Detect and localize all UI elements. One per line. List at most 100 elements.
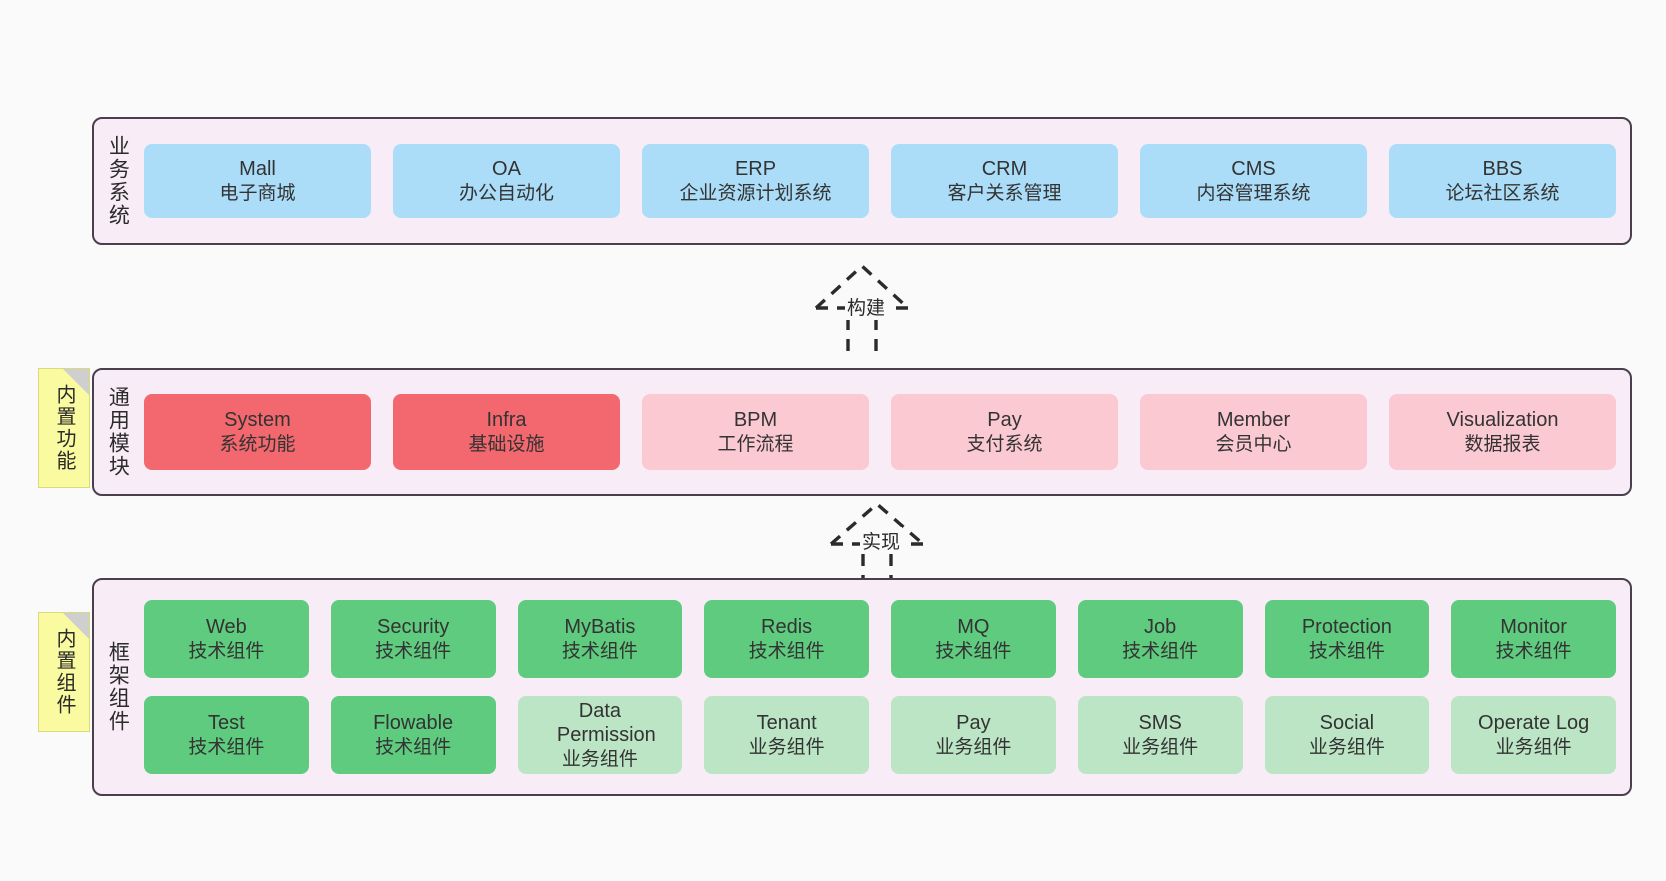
box-title: CMS xyxy=(1231,158,1276,181)
box-title: Mall xyxy=(239,158,276,181)
box-mybatis[interactable]: MyBatis 技术组件 xyxy=(517,600,683,678)
sticky-note-label: 内置功能 xyxy=(53,384,75,472)
box-title: Job xyxy=(1144,616,1177,639)
box-title: Member xyxy=(1216,409,1291,432)
row-business-components: Test 技术组件 Flowable 技术组件 Data Permission … xyxy=(144,696,1616,774)
box-tenant[interactable]: Tenant 业务组件 xyxy=(704,696,869,774)
box-title: Monitor xyxy=(1500,616,1567,639)
box-title: Social xyxy=(1319,712,1375,735)
box-subtitle: 业务组件 xyxy=(561,748,638,770)
box-title: Flowable xyxy=(373,712,454,735)
box-subtitle: 技术组件 xyxy=(748,640,825,662)
box-title: MQ xyxy=(957,616,990,639)
box-subtitle: 系统功能 xyxy=(219,433,296,455)
row-tech-components: Web 技术组件 Security 技术组件 MyBatis 技术组件 Redi… xyxy=(144,600,1616,678)
layer-framework-components: 框架组件 Web 技术组件 Security 技术组件 MyBatis 技术组件… xyxy=(92,578,1632,796)
box-data-permission[interactable]: Data Permission 业务组件 xyxy=(517,696,683,774)
sticky-fold-corner-icon xyxy=(63,613,89,639)
box-infra[interactable]: Infra 基础设施 xyxy=(393,394,620,470)
sticky-note-builtin-components: 内置组件 xyxy=(38,612,90,732)
box-subtitle: 数据报表 xyxy=(1464,433,1541,455)
box-subtitle: 业务组件 xyxy=(1308,736,1385,758)
box-erp[interactable]: ERP 企业资源计划系统 xyxy=(642,144,869,218)
box-subtitle: 技术组件 xyxy=(188,736,265,758)
box-subtitle: 支付系统 xyxy=(966,433,1043,455)
box-redis[interactable]: Redis 技术组件 xyxy=(704,600,869,678)
box-title: Tenant xyxy=(756,712,817,735)
box-visualization[interactable]: Visualization 数据报表 xyxy=(1389,394,1616,470)
box-monitor[interactable]: Monitor 技术组件 xyxy=(1451,600,1616,678)
box-web[interactable]: Web 技术组件 xyxy=(144,600,309,678)
box-subtitle: 客户关系管理 xyxy=(947,182,1062,204)
box-subtitle: 办公自动化 xyxy=(458,182,554,204)
sticky-fold-corner-icon xyxy=(63,369,89,395)
box-title: Data Permission xyxy=(556,700,656,747)
box-social[interactable]: Social 业务组件 xyxy=(1264,696,1430,774)
sticky-note-builtin-features: 内置功能 xyxy=(38,368,90,488)
box-mall[interactable]: Mall 电子商城 xyxy=(144,144,371,218)
connector-implement-label: 实现 xyxy=(860,527,903,554)
box-subtitle: 技术组件 xyxy=(935,640,1012,662)
box-subtitle: 技术组件 xyxy=(375,640,452,662)
box-title: CRM xyxy=(981,158,1028,181)
box-title: Operate Log xyxy=(1478,712,1590,735)
box-subtitle: 电子商城 xyxy=(219,182,296,204)
box-title: Protection xyxy=(1301,616,1392,639)
layer-title-common-modules: 通用模块 xyxy=(106,386,130,478)
box-title: Redis xyxy=(761,616,813,639)
row-common-modules: System 系统功能 Infra 基础设施 BPM 工作流程 Pay 支付系统… xyxy=(144,394,1616,470)
box-subtitle: 技术组件 xyxy=(561,640,638,662)
box-cms[interactable]: CMS 内容管理系统 xyxy=(1140,144,1367,218)
box-subtitle: 会员中心 xyxy=(1215,433,1292,455)
box-title: OA xyxy=(492,158,521,181)
box-system[interactable]: System 系统功能 xyxy=(144,394,371,470)
box-title: Web xyxy=(205,616,247,639)
box-subtitle: 技术组件 xyxy=(375,736,452,758)
box-title: Pay xyxy=(987,409,1022,432)
box-subtitle: 技术组件 xyxy=(1308,640,1385,662)
box-title: Infra xyxy=(486,409,527,432)
box-title: Test xyxy=(208,712,245,735)
box-subtitle: 技术组件 xyxy=(188,640,265,662)
box-subtitle: 工作流程 xyxy=(717,433,794,455)
box-subtitle: 业务组件 xyxy=(935,736,1012,758)
box-bpm[interactable]: BPM 工作流程 xyxy=(642,394,869,470)
box-title: Visualization xyxy=(1446,409,1559,432)
box-oa[interactable]: OA 办公自动化 xyxy=(393,144,620,218)
box-sms[interactable]: SMS 业务组件 xyxy=(1077,696,1243,774)
box-subtitle: 技术组件 xyxy=(1122,640,1199,662)
box-crm[interactable]: CRM 客户关系管理 xyxy=(891,144,1118,218)
layer-common-modules: 通用模块 System 系统功能 Infra 基础设施 BPM 工作流程 Pay… xyxy=(92,368,1632,496)
sticky-note-label: 内置组件 xyxy=(53,628,75,716)
box-security[interactable]: Security 技术组件 xyxy=(330,600,496,678)
box-title: BBS xyxy=(1482,158,1523,181)
box-mq[interactable]: MQ 技术组件 xyxy=(891,600,1056,678)
box-title: ERP xyxy=(734,158,777,181)
box-bbs[interactable]: BBS 论坛社区系统 xyxy=(1389,144,1616,218)
box-pay-component[interactable]: Pay 业务组件 xyxy=(891,696,1056,774)
box-protection[interactable]: Protection 技术组件 xyxy=(1264,600,1430,678)
box-test[interactable]: Test 技术组件 xyxy=(144,696,309,774)
box-pay-module[interactable]: Pay 支付系统 xyxy=(891,394,1118,470)
connector-build-label: 构建 xyxy=(845,293,888,320)
box-subtitle: 业务组件 xyxy=(748,736,825,758)
box-subtitle: 技术组件 xyxy=(1495,640,1572,662)
box-member[interactable]: Member 会员中心 xyxy=(1140,394,1367,470)
box-flowable[interactable]: Flowable 技术组件 xyxy=(330,696,496,774)
box-subtitle: 业务组件 xyxy=(1122,736,1199,758)
box-operate-log[interactable]: Operate Log 业务组件 xyxy=(1451,696,1616,774)
box-title: System xyxy=(224,409,291,432)
layer-title-framework-components: 框架组件 xyxy=(106,641,130,733)
box-job[interactable]: Job 技术组件 xyxy=(1077,600,1243,678)
box-subtitle: 内容管理系统 xyxy=(1196,182,1311,204)
box-title: MyBatis xyxy=(564,616,636,639)
layer-body-framework-components: Web 技术组件 Security 技术组件 MyBatis 技术组件 Redi… xyxy=(140,580,1630,794)
layer-body-common-modules: System 系统功能 Infra 基础设施 BPM 工作流程 Pay 支付系统… xyxy=(140,370,1630,494)
layer-title-business-systems: 业务系统 xyxy=(106,135,130,227)
box-subtitle: 业务组件 xyxy=(1495,736,1572,758)
box-title: BPM xyxy=(733,409,778,432)
layer-business-systems: 业务系统 Mall 电子商城 OA 办公自动化 ERP 企业资源计划系统 CRM… xyxy=(92,117,1632,245)
box-subtitle: 企业资源计划系统 xyxy=(679,182,832,204)
box-title: SMS xyxy=(1138,712,1182,735)
